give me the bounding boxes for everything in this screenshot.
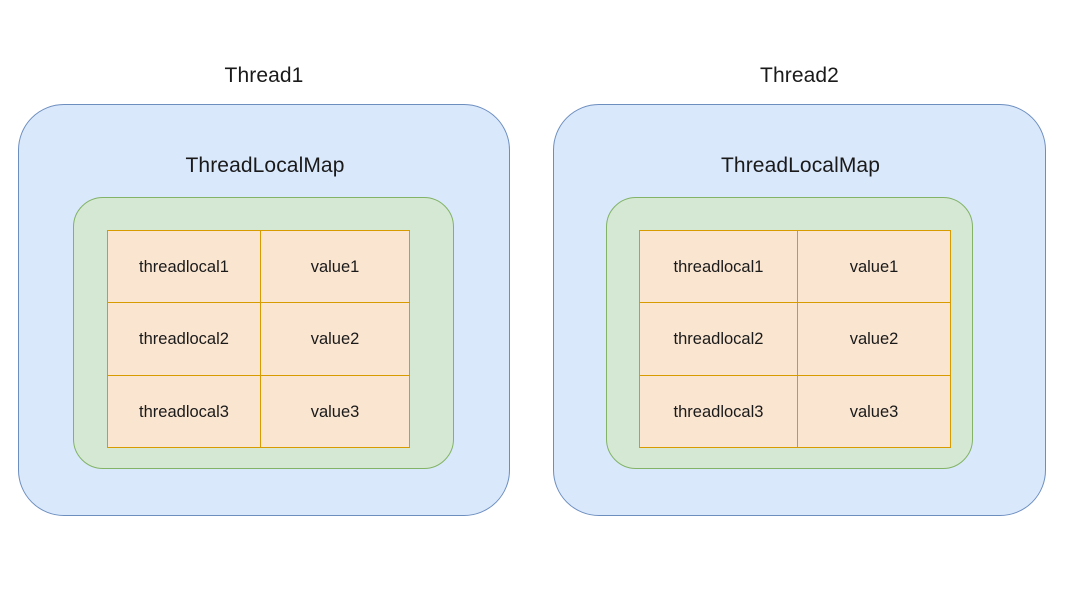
threadlocalmap-entry-table-1: threadlocal1 value1 threadlocal2 value2 … [107, 230, 410, 448]
entry-key-cell: threadlocal1 [107, 230, 261, 303]
map-title-1: ThreadLocalMap [185, 154, 345, 177]
table-row: threadlocal2 value2 [107, 302, 410, 376]
thread-panel-2: ThreadLocalMap threadlocal1 value1 threa… [553, 104, 1046, 516]
entry-key-cell: threadlocal2 [107, 302, 261, 376]
table-row: threadlocal3 value3 [639, 375, 951, 448]
entry-value-cell: value1 [260, 230, 410, 303]
threadlocalmap-entry-table-2: threadlocal1 value1 threadlocal2 value2 … [639, 230, 951, 448]
entry-value-cell: value3 [797, 375, 951, 448]
entry-value-cell: value2 [797, 302, 951, 376]
threadlocalmap-box-2: threadlocal1 value1 threadlocal2 value2 … [606, 197, 973, 469]
map-title-2: ThreadLocalMap [721, 154, 880, 177]
threadlocalmap-box-1: threadlocal1 value1 threadlocal2 value2 … [73, 197, 454, 469]
thread-title-1: Thread1 [224, 64, 304, 87]
table-row: threadlocal2 value2 [639, 302, 951, 376]
entry-value-cell: value1 [797, 230, 951, 303]
entry-key-cell: threadlocal3 [639, 375, 798, 448]
table-row: threadlocal1 value1 [107, 230, 410, 303]
entry-key-cell: threadlocal2 [639, 302, 798, 376]
entry-value-cell: value3 [260, 375, 410, 448]
entry-key-cell: threadlocal1 [639, 230, 798, 303]
thread-panel-1: ThreadLocalMap threadlocal1 value1 threa… [18, 104, 510, 516]
entry-value-cell: value2 [260, 302, 410, 376]
table-row: threadlocal3 value3 [107, 375, 410, 448]
entry-key-cell: threadlocal3 [107, 375, 261, 448]
table-row: threadlocal1 value1 [639, 230, 951, 303]
thread-title-2: Thread2 [760, 64, 839, 87]
